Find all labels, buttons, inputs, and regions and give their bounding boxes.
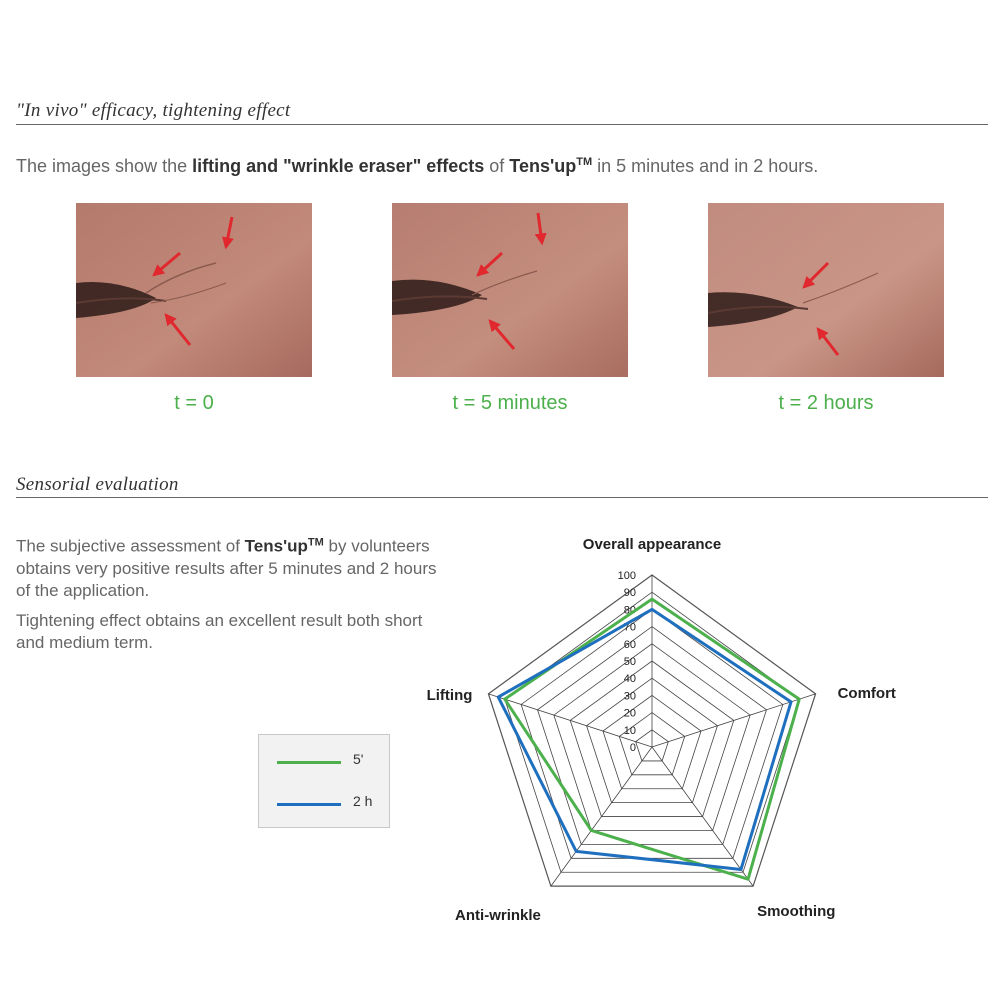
radar-grid-ring	[602, 694, 702, 790]
skin-photo-image	[76, 203, 312, 377]
radar-grid-ring	[487, 574, 817, 887]
radar-axis-label: Comfort	[838, 685, 896, 702]
section-divider	[16, 497, 988, 498]
radar-tick-label: 90	[624, 587, 636, 599]
tightening-paragraph: Tightening effect obtains an excellent r…	[16, 611, 423, 652]
skin-photo-t0	[76, 203, 312, 377]
section-title-sensorial: Sensorial evaluation	[16, 474, 179, 495]
radar-tick-label: 100	[618, 570, 636, 582]
section-divider	[16, 124, 988, 125]
radar-grid-ring	[635, 729, 669, 762]
radar-tick-label: 60	[624, 639, 636, 651]
legend-item-5min: 5'	[277, 751, 387, 771]
legend-label: 2 h	[353, 793, 373, 809]
radar-axis-label: Smoothing	[757, 903, 835, 920]
radar-tick-label: 50	[624, 656, 636, 668]
intro-text: The images show the lifting and "wrinkle…	[16, 156, 819, 176]
radar-grid-ring	[618, 712, 686, 776]
skin-photo-image	[708, 203, 944, 377]
radar-grid-ring	[586, 677, 718, 804]
radar-tick-label: 30	[624, 690, 636, 702]
radar-axis-line	[488, 693, 653, 748]
section-title-in-vivo: "In vivo" efficacy, tightening effect	[16, 100, 291, 121]
radar-axis-label: Lifting	[427, 687, 473, 704]
radar-tick-label: 10	[624, 725, 636, 737]
chart-legend: 5' 2 h	[258, 734, 390, 828]
skin-photo-5min	[392, 203, 628, 377]
radar-grid-ring	[537, 626, 767, 845]
radar-axis-line	[651, 746, 754, 887]
radar-grid-ring	[553, 643, 751, 831]
photo-caption-5min: t = 5 minutes	[452, 392, 568, 414]
assessment-paragraph: The subjective assessment of Tens'upTM b…	[16, 536, 437, 600]
radar-tick-label: 40	[624, 673, 636, 685]
series-5min-line	[503, 597, 801, 881]
legend-item-2h: 2 h	[277, 793, 387, 813]
photo-caption-2h: t = 2 hours	[778, 392, 874, 414]
legend-swatch-blue	[277, 803, 341, 806]
radar-tick-label: 20	[624, 708, 636, 720]
radar-tick-label: 0	[630, 742, 636, 754]
series-2h-line	[496, 607, 793, 871]
photo-caption-t0: t = 0	[174, 392, 214, 414]
radar-axis-label: Overall appearance	[583, 536, 721, 553]
radar-grid-ring	[569, 660, 735, 817]
radar-axis-line	[550, 746, 653, 887]
legend-label: 5'	[353, 751, 364, 767]
radar-axis-line	[651, 693, 816, 748]
radar-axis-label: Anti-wrinkle	[455, 907, 541, 924]
legend-swatch-green	[277, 761, 341, 764]
skin-photo-2h	[708, 203, 944, 377]
skin-photo-image	[392, 203, 628, 377]
